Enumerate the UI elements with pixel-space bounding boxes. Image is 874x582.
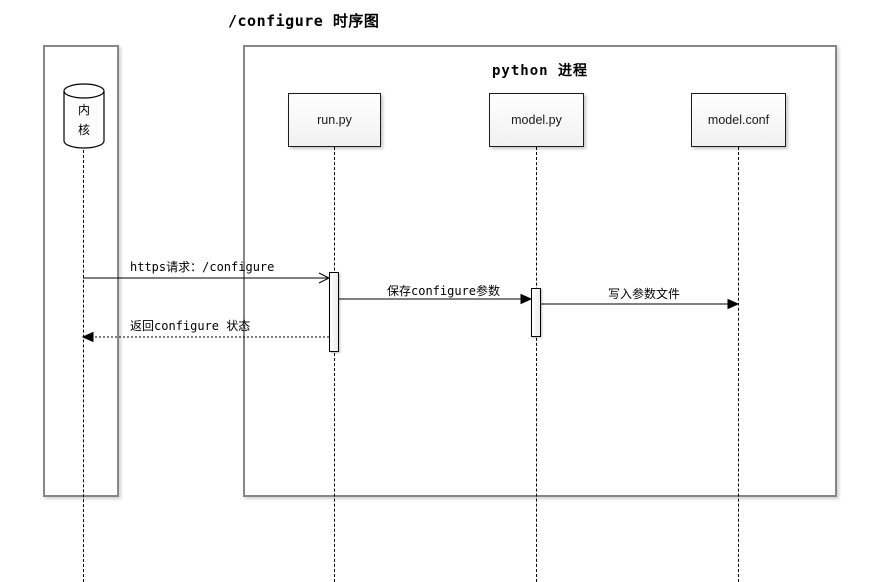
lifeline-kernel bbox=[83, 150, 84, 582]
message-label-write-param-file: 写入参数文件 bbox=[608, 287, 681, 301]
participant-label-model-conf: model.conf bbox=[707, 113, 770, 127]
kernel-database-icon: 内核 bbox=[62, 82, 106, 150]
message-label-return-configure-status: 返回configure 状态 bbox=[130, 319, 251, 333]
lifeline-run-py bbox=[334, 147, 335, 582]
python-process-frame: python 进程 bbox=[243, 45, 837, 497]
kernel-frame bbox=[43, 45, 119, 497]
participant-label-model-py: model.py bbox=[511, 113, 562, 127]
lifeline-model-conf bbox=[738, 147, 739, 582]
lifeline-model-py bbox=[536, 147, 537, 582]
message-label-save-configure-params: 保存configure参数 bbox=[387, 284, 501, 298]
cylinder-shape bbox=[63, 83, 105, 149]
participant-run-py: run.py bbox=[288, 93, 381, 147]
participant-label-run-py: run.py bbox=[317, 113, 352, 127]
participant-label-kernel: 内核 bbox=[77, 103, 90, 137]
python-process-frame-label: python 进程 bbox=[491, 63, 588, 79]
participant-model-conf: model.conf bbox=[691, 93, 786, 147]
diagram-title: /configure 时序图 bbox=[228, 12, 380, 30]
message-label-https-request: https请求：/configure bbox=[130, 260, 275, 274]
activation-model-py bbox=[531, 288, 541, 337]
activation-run-py bbox=[329, 272, 339, 352]
participant-model-py: model.py bbox=[489, 93, 584, 147]
